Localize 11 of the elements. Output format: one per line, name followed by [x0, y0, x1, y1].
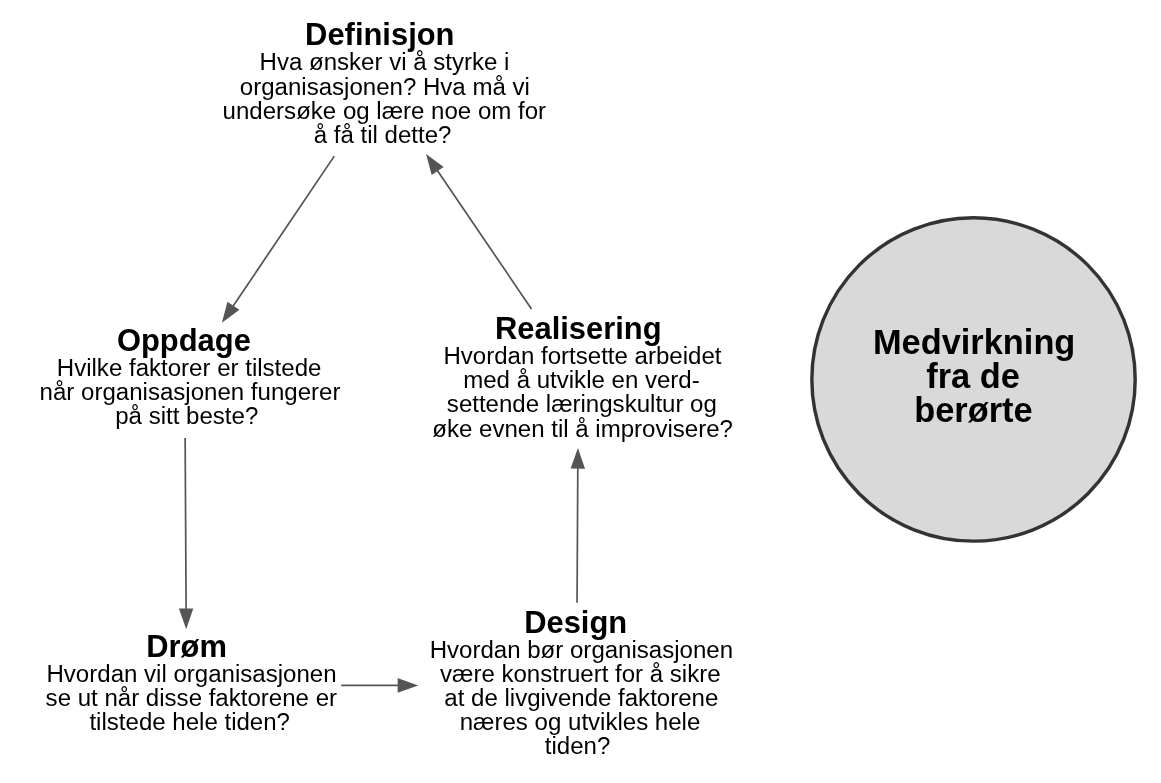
arrow: [178, 437, 194, 630]
arrow: [426, 153, 533, 310]
node-text: Oppdage Hvilke faktorer er tilstede når organisasjonen fungerer på sitt beste?: [39, 322, 341, 430]
node-text: Design Hvordan bør organisasjonen være konstruert for å sikre at de livgivende faktorene næres og utvikles hele tiden?: [429, 604, 734, 760]
node-text: Drøm Hvordan vil organisasjonen se ut når disse faktorene er tilstede hele tiden?: [45, 628, 338, 736]
arrow: [221, 155, 336, 323]
node-text: Definisjon Hva ønsker vi å styrke i organisasjonen? Hva må vi undersøke og lære noe om for å få til dette?: [222, 17, 547, 148]
arrow: [570, 447, 586, 604]
arrow: [340, 678, 419, 693]
node-circle: Medvirkning fra de berørte: [810, 216, 1137, 543]
node-text: Realisering Hvordan fortsette arbeidet med å utvikle en verd-settende læringskultur og øke evnen til å improvisere?: [432, 310, 733, 442]
